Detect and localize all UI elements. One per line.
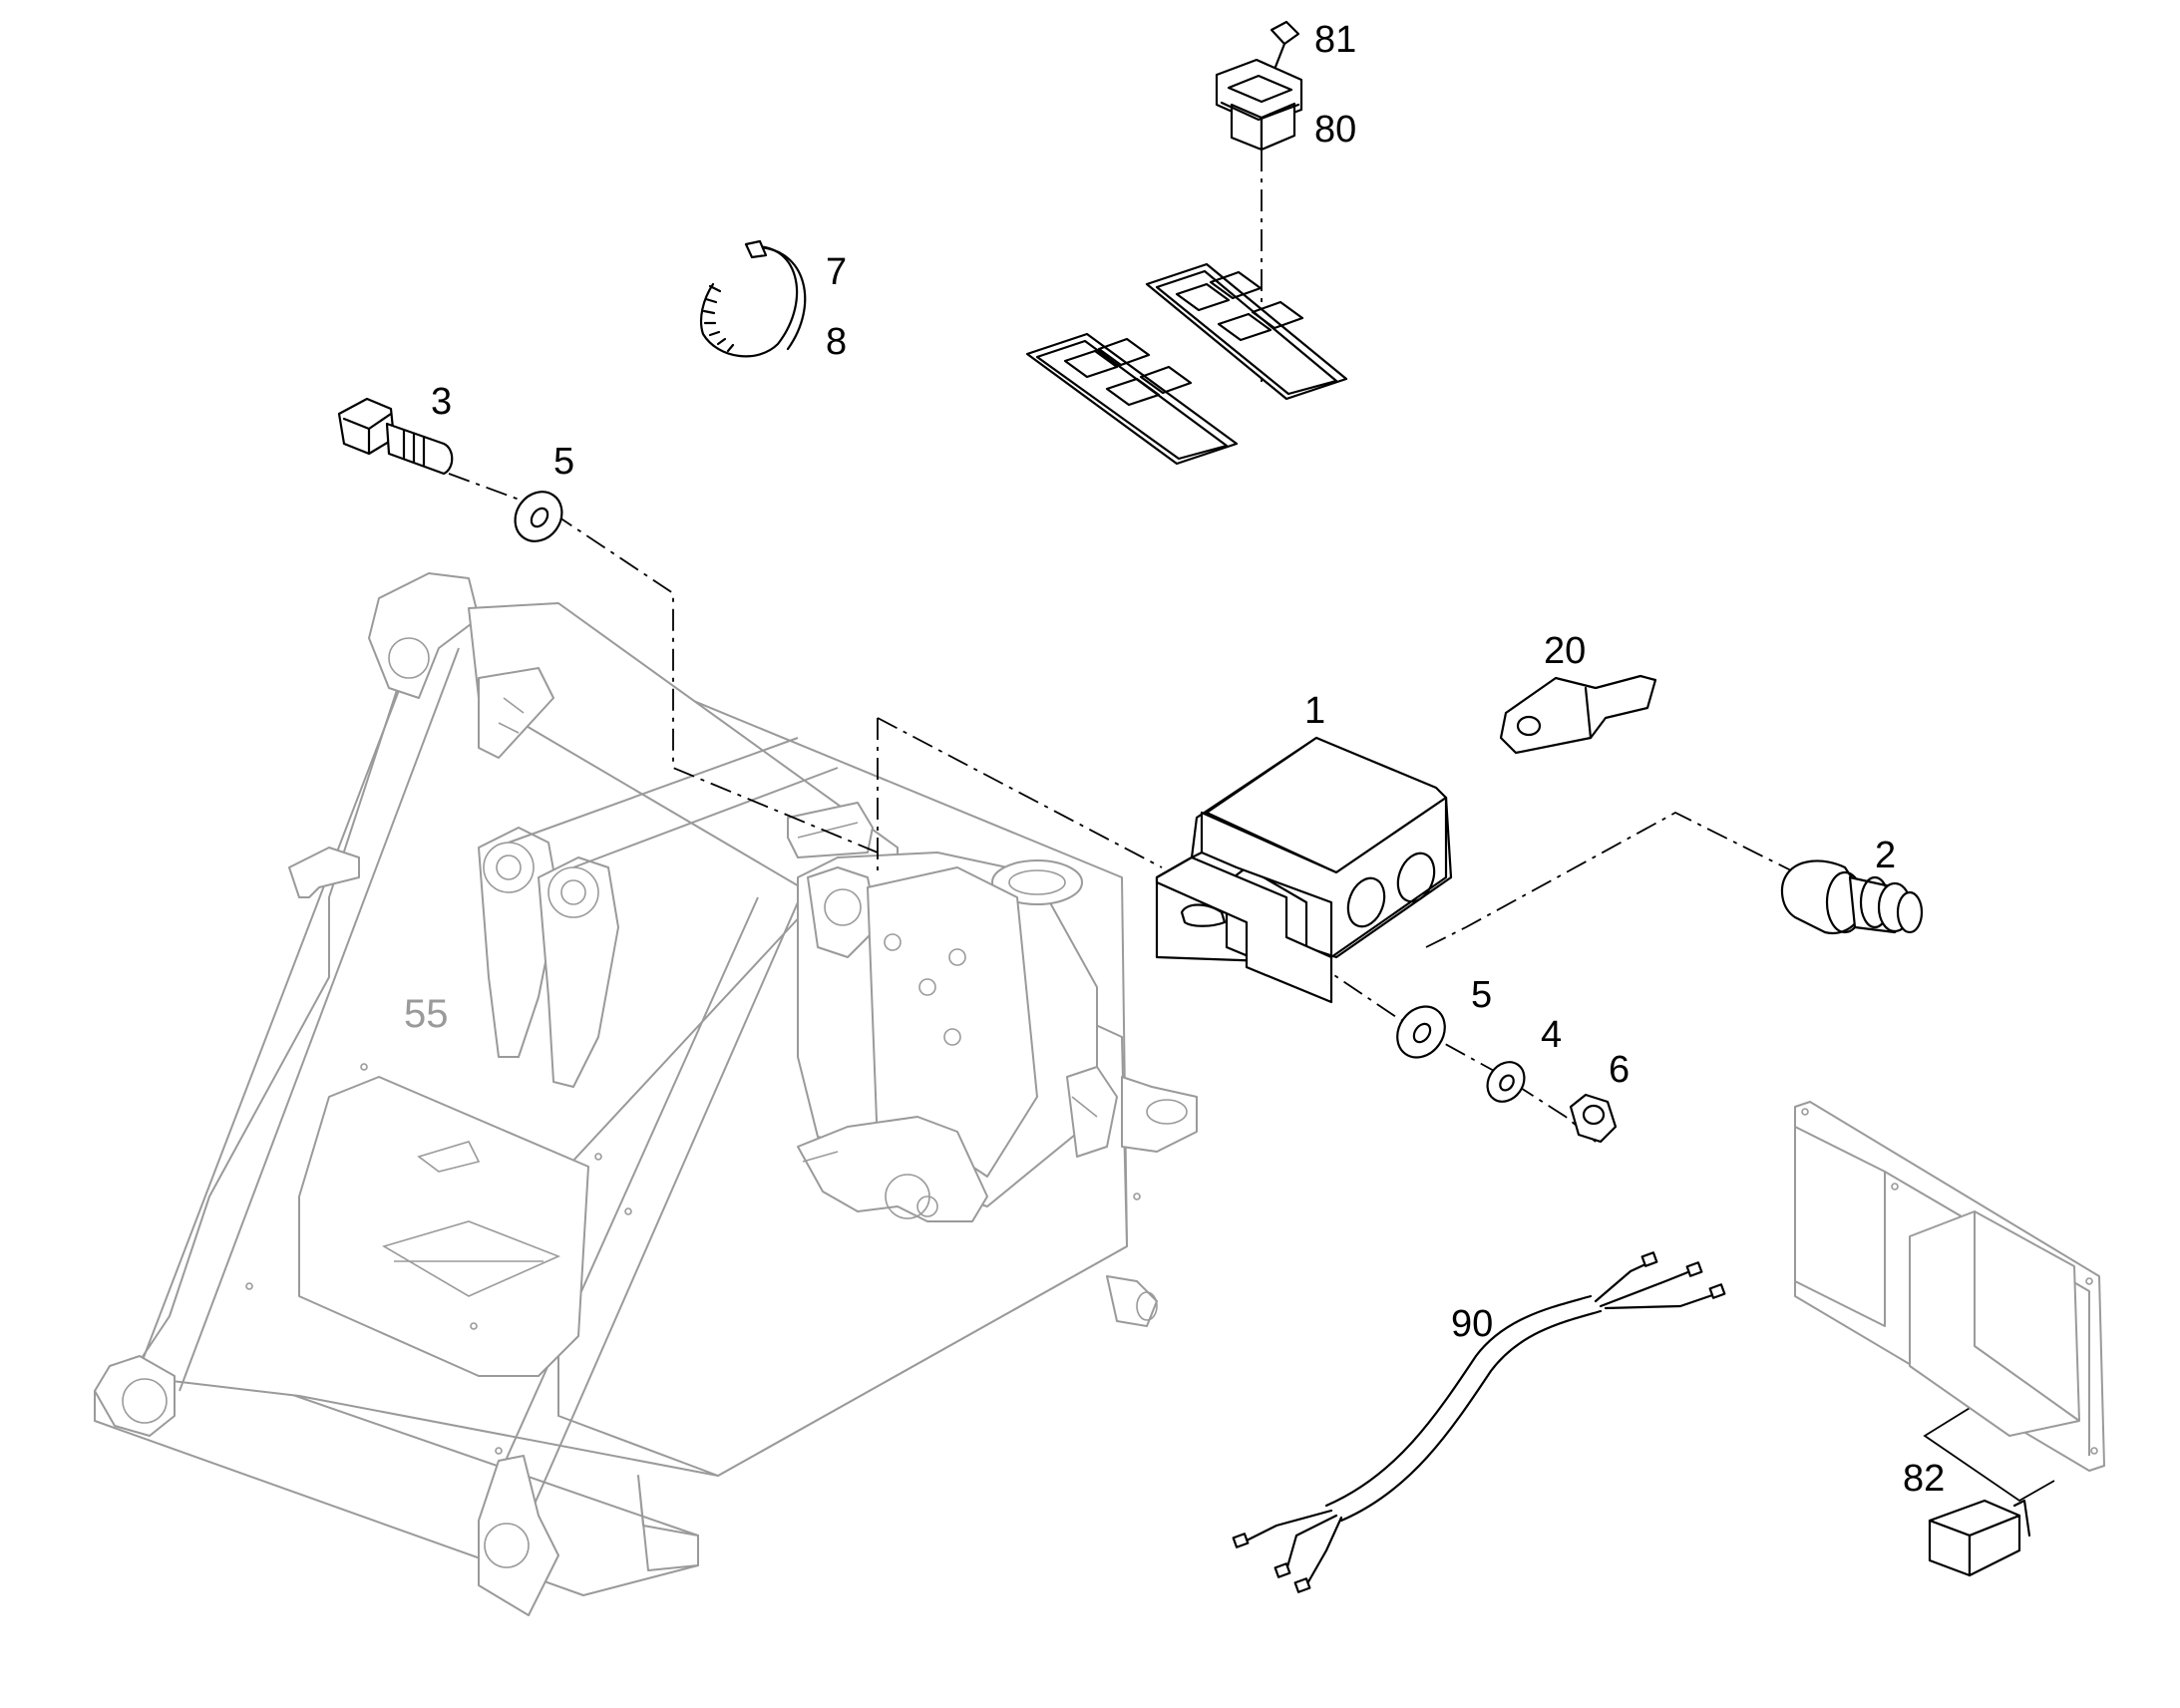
callout-2: 2 xyxy=(1875,835,1896,876)
callout-5-top: 5 xyxy=(553,441,574,483)
cable-tie xyxy=(699,239,807,358)
washer-lower xyxy=(1396,1005,1446,1059)
rocker-switch xyxy=(1215,20,1303,152)
callout-6: 6 xyxy=(1609,1049,1630,1091)
callout-labels: 81 80 7 8 3 5 20 1 2 5 4 6 90 82 xyxy=(431,19,1945,1500)
callout-20: 20 xyxy=(1544,630,1586,672)
washer-top xyxy=(514,491,563,542)
control-panel xyxy=(1794,1101,2105,1472)
loader-frame: 55 xyxy=(94,572,1198,1616)
callout-1: 1 xyxy=(1304,690,1325,732)
callout-90: 90 xyxy=(1451,1303,1493,1345)
callout-82: 82 xyxy=(1903,1458,1945,1500)
switch-cap xyxy=(1270,20,1300,46)
hex-nut xyxy=(1569,1093,1618,1144)
wire-harness xyxy=(1232,1251,1726,1593)
relay-module xyxy=(1928,1499,2031,1577)
frame-marking: 55 xyxy=(404,992,449,1036)
callout-7: 7 xyxy=(826,251,847,293)
callout-4: 4 xyxy=(1541,1014,1562,1056)
hex-bolt xyxy=(337,397,454,476)
floor-mats xyxy=(1025,262,1348,466)
ground-strap xyxy=(1499,674,1657,755)
mounting-bracket xyxy=(1155,736,1453,1004)
callout-5-lower: 5 xyxy=(1471,974,1492,1016)
callout-8: 8 xyxy=(826,321,847,363)
callout-81: 81 xyxy=(1314,19,1356,61)
bulkhead-fitting xyxy=(1780,859,1924,935)
callout-80: 80 xyxy=(1314,109,1356,151)
callout-3: 3 xyxy=(431,381,452,423)
lock-washer xyxy=(1486,1061,1526,1103)
